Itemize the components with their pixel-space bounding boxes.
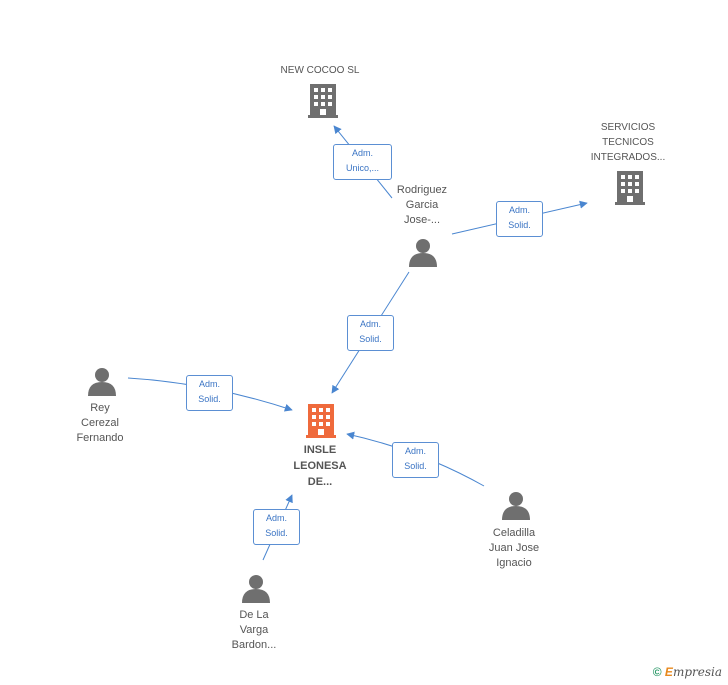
node-label-insle[interactable]: INSLE LEONESA DE... — [293, 444, 347, 488]
edge-label-rey-insle[interactable]: Adm. Solid. — [186, 375, 233, 411]
person-icon[interactable] — [409, 239, 437, 267]
brand-name: mpresia — [672, 665, 722, 679]
person-icon[interactable] — [502, 492, 530, 520]
person-icon[interactable] — [88, 368, 116, 396]
node-label-celadilla[interactable]: Celadilla Juan Jose Ignacio — [488, 527, 540, 569]
node-label-servicios[interactable]: SERVICIOS TECNICOS INTEGRADOS... — [590, 122, 666, 163]
edge-label-rodriguez-servicios[interactable]: Adm. Solid. — [496, 201, 543, 237]
node-label-rodriguez[interactable]: Rodriguez Garcia Jose-... — [396, 184, 448, 226]
edge-label-rodriguez-newcocoo[interactable]: Adm. Unico,... — [333, 144, 392, 180]
node-label-delavarga[interactable]: De La Varga Bardon... — [231, 609, 277, 651]
edge-label-delavarga-insle[interactable]: Adm. Solid. — [253, 509, 300, 545]
brand-footer[interactable]: © Empresia — [653, 665, 722, 679]
person-icon[interactable] — [242, 575, 270, 603]
node-label-new-cocoo[interactable]: NEW COCOO SL — [280, 65, 360, 76]
edge-label-celadilla-insle[interactable]: Adm. Solid. — [392, 442, 439, 478]
building-icon[interactable] — [308, 84, 338, 118]
main-building-icon[interactable] — [306, 404, 336, 438]
node-label-rey[interactable]: Rey Cerezal Fernando — [76, 402, 124, 444]
brand-initial: E — [664, 665, 673, 679]
edge-label-rodriguez-insle[interactable]: Adm. Solid. — [347, 315, 394, 351]
building-icon[interactable] — [615, 171, 645, 205]
copyright-icon: © — [652, 665, 662, 679]
